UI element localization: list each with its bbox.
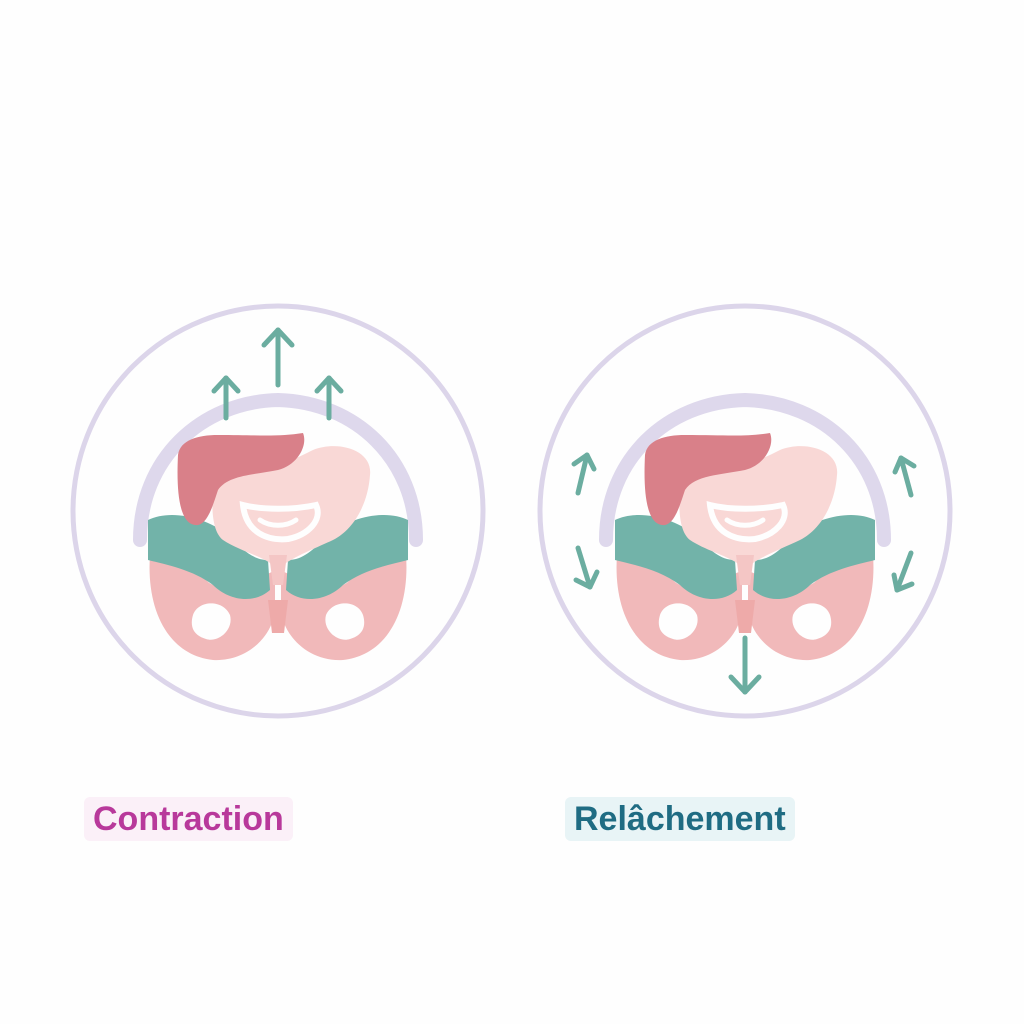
relaxation-label: Relâchement [565,797,795,841]
relaxation-ring [537,303,953,719]
arrow-up-icon [261,327,295,388]
relaxation-panel [537,303,953,719]
arrow-outward-icon [571,452,597,496]
relaxation-diaphragm-arc [599,392,891,547]
contraction-label: Contraction [84,797,293,841]
arrow-outward-icon [573,545,600,590]
arrow-up-icon [211,375,241,421]
contraction-diaphragm-arc [133,392,423,547]
relaxation-pelvis-illustration [615,433,875,660]
contraction-pelvis-illustration [148,433,408,660]
arrow-outward-icon [728,635,762,695]
arrow-outward-icon [892,455,917,498]
contraction-ring [70,303,486,719]
contraction-panel [70,303,486,719]
arrow-up-icon [314,375,344,421]
arrow-outward-icon [891,550,915,593]
